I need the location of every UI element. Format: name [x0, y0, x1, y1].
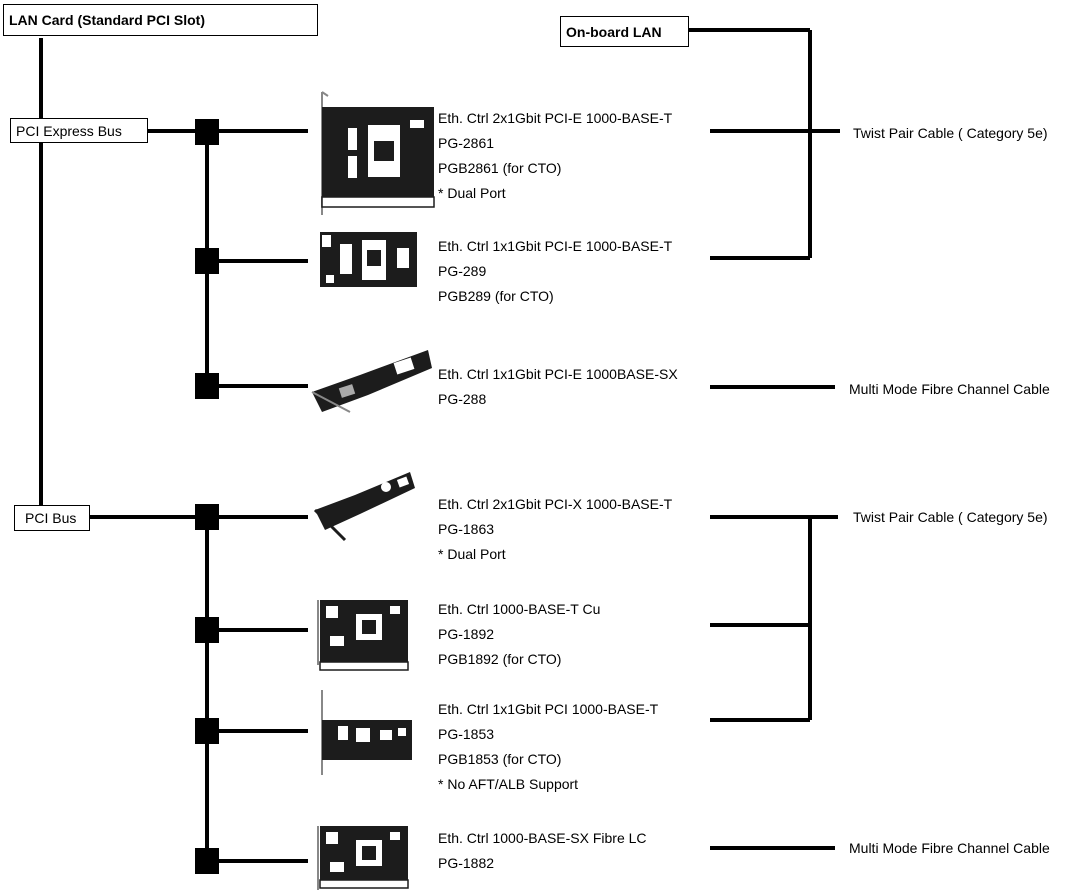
card-line: PG-1863	[438, 517, 672, 542]
card-image-pg1892	[318, 600, 408, 670]
card-line: PG-289	[438, 259, 672, 284]
card-image-pg289	[320, 232, 417, 287]
pci-express-bus-label: PCI Express Bus	[10, 118, 148, 143]
card-line: PG-2861	[438, 131, 672, 156]
junction-node	[195, 504, 219, 530]
card-line: PGB1892 (for CTO)	[438, 647, 600, 672]
card-pg288: Eth. Ctrl 1x1Gbit PCI-E 1000BASE-SX PG-2…	[438, 362, 678, 412]
junction-node	[195, 373, 219, 399]
card-line: PGB1853 (for CTO)	[438, 747, 658, 772]
card-pg289: Eth. Ctrl 1x1Gbit PCI-E 1000-BASE-T PG-2…	[438, 234, 672, 309]
card-pg1892: Eth. Ctrl 1000-BASE-T Cu PG-1892 PGB1892…	[438, 597, 600, 672]
cable-twist-pair-bottom: Twist Pair Cable ( Category 5e)	[853, 510, 1048, 524]
card-pg1853: Eth. Ctrl 1x1Gbit PCI 1000-BASE-T PG-185…	[438, 697, 658, 797]
card-line: * Dual Port	[438, 542, 672, 567]
card-line: PGB289 (for CTO)	[438, 284, 672, 309]
cable-fibre-bottom: Multi Mode Fibre Channel Cable	[849, 841, 1050, 855]
card-line: Eth. Ctrl 1x1Gbit PCI-E 1000BASE-SX	[438, 362, 678, 387]
card-line: PG-288	[438, 387, 678, 412]
card-image-pg288	[312, 350, 432, 412]
card-line: PG-1853	[438, 722, 658, 747]
card-line: * No AFT/ALB Support	[438, 772, 658, 797]
card-image-pg1882	[318, 826, 408, 890]
card-line: Eth. Ctrl 2x1Gbit PCI-X 1000-BASE-T	[438, 492, 672, 517]
card-line: PG-1882	[438, 851, 647, 876]
card-line: PG-1892	[438, 622, 600, 647]
junction-node	[195, 718, 219, 744]
cable-twist-pair-top: Twist Pair Cable ( Category 5e)	[853, 126, 1048, 140]
junction-node	[195, 248, 219, 274]
card-image-pg2861	[322, 92, 434, 215]
card-line: Eth. Ctrl 2x1Gbit PCI-E 1000-BASE-T	[438, 106, 672, 131]
onboard-lan-title: On-board LAN	[560, 16, 689, 47]
card-line: * Dual Port	[438, 181, 672, 206]
junction-node	[195, 119, 219, 145]
pci-bus-label: PCI Bus	[14, 505, 90, 531]
card-line: Eth. Ctrl 1000-BASE-SX Fibre LC	[438, 826, 647, 851]
card-pg2861: Eth. Ctrl 2x1Gbit PCI-E 1000-BASE-T PG-2…	[438, 106, 672, 206]
junction-node	[195, 848, 219, 874]
card-line: Eth. Ctrl 1000-BASE-T Cu	[438, 597, 600, 622]
junction-node	[195, 617, 219, 643]
card-line: Eth. Ctrl 1x1Gbit PCI-E 1000-BASE-T	[438, 234, 672, 259]
card-pg1863: Eth. Ctrl 2x1Gbit PCI-X 1000-BASE-T PG-1…	[438, 492, 672, 567]
lan-card-title: LAN Card (Standard PCI Slot)	[3, 4, 318, 36]
cable-fibre-top: Multi Mode Fibre Channel Cable	[849, 382, 1050, 396]
card-line: PGB2861 (for CTO)	[438, 156, 672, 181]
card-image-pg1853	[322, 690, 412, 775]
card-image-pg1863	[315, 472, 415, 540]
card-pg1882: Eth. Ctrl 1000-BASE-SX Fibre LC PG-1882	[438, 826, 647, 876]
card-line: Eth. Ctrl 1x1Gbit PCI 1000-BASE-T	[438, 697, 658, 722]
